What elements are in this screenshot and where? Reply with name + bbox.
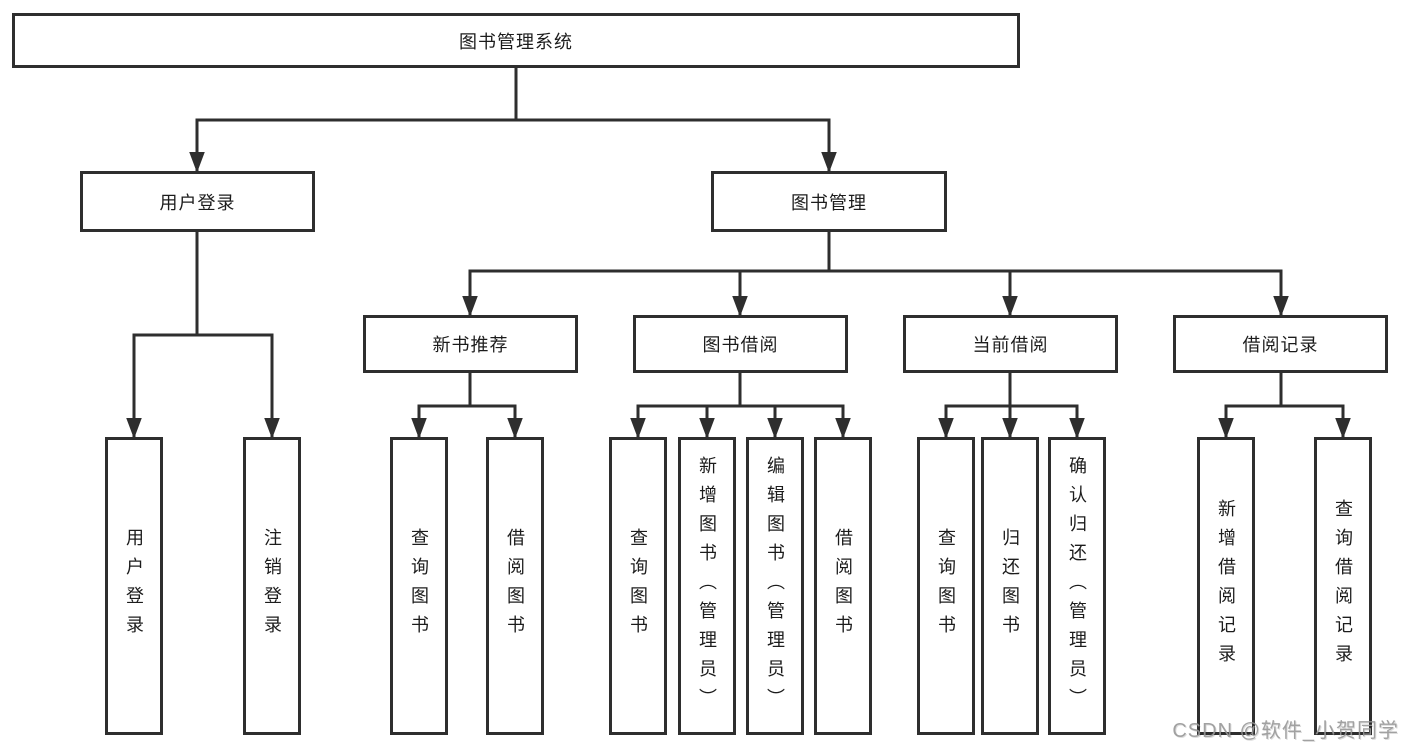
node-label: 查询图书: [628, 528, 648, 644]
node-label: 图书管理: [791, 192, 867, 213]
node-book-management: 图书管理: [711, 171, 947, 232]
leaf-query-books-newbook: 查询图书: [390, 437, 448, 735]
leaf-confirm-return-admin: 确认归还（管理员）: [1048, 437, 1106, 735]
node-library-system: 图书管理系统: [12, 13, 1020, 68]
leaf-logout: 注销登录: [243, 437, 301, 735]
leaf-borrow-books: 借阅图书: [814, 437, 872, 735]
leaf-add-borrow-record: 新增借阅记录: [1197, 437, 1255, 735]
node-label: 查询图书: [409, 528, 429, 644]
leaf-add-books-admin: 新增图书（管理员）: [678, 437, 736, 735]
node-borrow-records: 借阅记录: [1173, 315, 1388, 373]
node-label: 查询图书: [936, 528, 956, 644]
leaf-query-borrow-record: 查询借阅记录: [1314, 437, 1372, 735]
leaf-query-books-borrow: 查询图书: [609, 437, 667, 735]
node-label: 新增图书（管理员）: [697, 455, 717, 717]
node-label: 用户登录: [159, 192, 236, 213]
leaf-user-login: 用户登录: [105, 437, 163, 735]
arrow-segments: [126, 120, 1351, 439]
node-book-borrow: 图书借阅: [633, 315, 848, 373]
node-label: 图书借阅: [702, 335, 779, 355]
node-label: 归还图书: [1000, 528, 1020, 644]
node-label: 借阅图书: [833, 528, 853, 644]
elbow-segments: [132, 66, 1345, 408]
node-label: 新增借阅记录: [1216, 499, 1236, 673]
leaf-return-books: 归还图书: [981, 437, 1039, 735]
node-label: 编辑图书（管理员）: [765, 455, 785, 717]
node-label: 当前借阅: [972, 335, 1049, 355]
node-current-borrow: 当前借阅: [903, 315, 1118, 373]
leaf-query-books-current: 查询图书: [917, 437, 975, 735]
node-label: 查询借阅记录: [1333, 499, 1353, 673]
csdn-watermark: CSDN @软件_小贺同学: [1172, 720, 1399, 742]
node-label: 确认归还（管理员）: [1067, 455, 1087, 717]
node-label: 注销登录: [262, 528, 282, 644]
leaf-edit-books-admin: 编辑图书（管理员）: [746, 437, 804, 735]
node-user-login-branch: 用户登录: [80, 171, 315, 232]
node-label: 图书管理系统: [459, 31, 573, 52]
node-new-book-recommend: 新书推荐: [363, 315, 578, 373]
leaf-borrow-books-newbook: 借阅图书: [486, 437, 544, 735]
node-label: 新书推荐: [432, 335, 509, 355]
node-label: 借阅记录: [1242, 335, 1319, 355]
node-label: 借阅图书: [505, 528, 525, 644]
node-label: 用户登录: [124, 528, 144, 644]
